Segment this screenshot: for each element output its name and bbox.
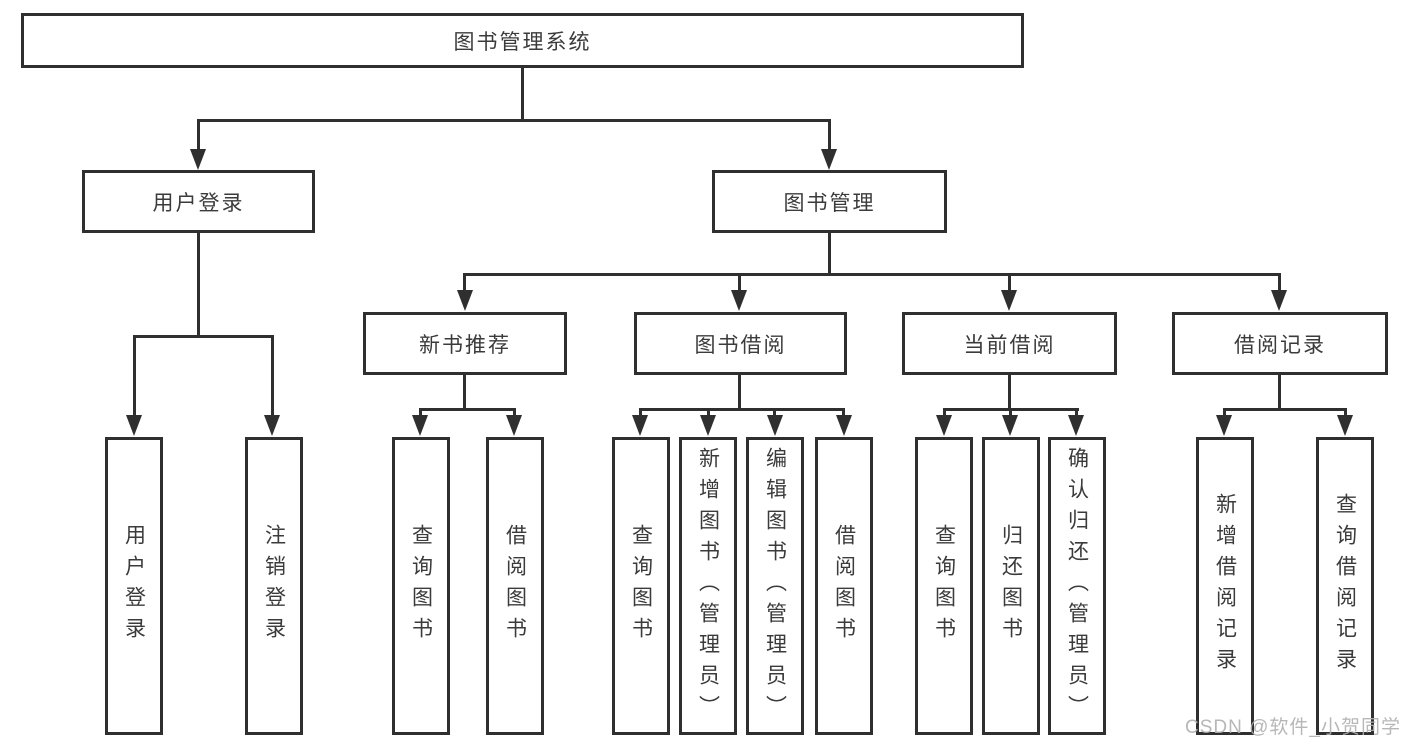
connector-arrow-stem [1223, 408, 1226, 420]
arrowhead-down-icon [632, 415, 648, 436]
arrowhead-down-icon [1337, 415, 1353, 436]
connector-arrow-stem [513, 408, 516, 420]
arrowhead-down-icon [836, 415, 852, 436]
node-book-management: 图书管理 [712, 170, 947, 233]
connector-bus [464, 273, 1281, 276]
leaf-user-login: 用户登录 [105, 437, 163, 735]
connector-arrow-stem [639, 408, 642, 420]
connector-arrow-stem [133, 335, 136, 417]
leaf-edit-book-admin: 编辑图书（管理员） [746, 437, 804, 735]
connector-stem [1278, 375, 1281, 408]
node-label: 借阅记录 [1234, 333, 1326, 357]
node-new-book-recommend: 新书推荐 [363, 312, 567, 375]
leaf-query-book-borrow: 查询图书 [612, 437, 670, 735]
connector-root-stem [521, 68, 524, 119]
arrowhead-down-icon [731, 290, 747, 311]
connector-arrow-stem [1278, 273, 1281, 293]
leaf-query-borrow-record: 查询借阅记录 [1316, 437, 1374, 735]
connector-arrow-stem [419, 408, 422, 420]
connector-arrow-stem [1344, 408, 1347, 420]
arrowhead-down-icon [700, 415, 716, 436]
node-root: 图书管理系统 [21, 13, 1024, 68]
connector-arrow-stem [842, 408, 845, 420]
leaf-borrow-book-recommend: 借阅图书 [486, 437, 544, 735]
arrowhead-down-icon [457, 290, 473, 311]
node-label: 图书借阅 [694, 333, 787, 357]
node-user-login: 用户登录 [82, 170, 315, 233]
connector-arrow-stem [828, 119, 831, 152]
leaf-return-book: 归还图书 [982, 437, 1040, 735]
node-label: 图书管理 [783, 191, 876, 215]
connector-arrow-stem [738, 273, 741, 293]
connector-arrow-stem [1008, 273, 1011, 293]
leaf-label: 查询借阅记录 [1333, 493, 1357, 679]
leaf-label: 新增图书（管理员） [696, 446, 720, 726]
leaf-label: 借阅图书 [503, 524, 527, 648]
connector-arrow-stem [707, 408, 710, 420]
connector-arrow-stem [773, 408, 776, 420]
leaf-add-book-admin: 新增图书（管理员） [679, 437, 737, 735]
node-book-borrow: 图书借阅 [634, 312, 847, 375]
leaf-label: 用户登录 [122, 524, 146, 648]
leaf-confirm-return-admin: 确认归还（管理员） [1048, 437, 1106, 735]
arrowhead-down-icon [126, 415, 142, 436]
leaf-label: 确认归还（管理员） [1065, 446, 1089, 726]
node-label: 当前借阅 [963, 333, 1056, 357]
leaf-label: 查询图书 [932, 524, 956, 648]
leaf-logout: 注销登录 [245, 437, 303, 735]
connector-bus [134, 335, 274, 338]
connector-bus [420, 408, 516, 411]
connector-bus [640, 408, 845, 411]
arrowhead-down-icon [1216, 415, 1232, 436]
leaf-label: 借阅图书 [832, 524, 856, 648]
connector-stem [463, 375, 466, 408]
leaf-label: 编辑图书（管理员） [763, 446, 787, 726]
leaf-label: 查询图书 [629, 524, 653, 648]
connector-arrow-stem [943, 408, 946, 420]
node-borrow-records: 借阅记录 [1172, 312, 1388, 375]
arrowhead-down-icon [1068, 415, 1084, 436]
arrowhead-down-icon [506, 415, 522, 436]
node-current-borrow: 当前借阅 [902, 312, 1117, 375]
leaf-label: 注销登录 [262, 524, 286, 648]
leaf-label: 归还图书 [999, 524, 1023, 648]
leaf-add-borrow-record: 新增借阅记录 [1196, 437, 1254, 735]
connector-stem [738, 375, 741, 408]
connector-stem [197, 233, 200, 335]
arrowhead-down-icon [767, 415, 783, 436]
arrowhead-down-icon [936, 415, 952, 436]
connector-stem [1008, 375, 1011, 408]
connector-bus [197, 119, 831, 122]
arrowhead-down-icon [190, 149, 206, 170]
arrowhead-down-icon [821, 149, 837, 170]
leaf-label: 查询图书 [409, 524, 433, 648]
leaf-borrow-book: 借阅图书 [815, 437, 873, 735]
leaf-query-book-current: 查询图书 [915, 437, 973, 735]
arrowhead-down-icon [264, 415, 280, 436]
arrowhead-down-icon [412, 415, 428, 436]
csdn-watermark: CSDN @软件_小贺同学 [1185, 717, 1401, 738]
connector-arrow-stem [197, 119, 200, 152]
arrowhead-down-icon [1002, 415, 1018, 436]
connector-arrow-stem [463, 273, 466, 293]
node-label: 用户登录 [152, 191, 245, 215]
leaf-label: 新增借阅记录 [1213, 493, 1237, 679]
arrowhead-down-icon [1271, 290, 1287, 311]
node-label: 图书管理系统 [453, 30, 592, 54]
connector-arrow-stem [271, 335, 274, 417]
connector-bus [1224, 408, 1347, 411]
connector-arrow-stem [1009, 408, 1012, 420]
node-label: 新书推荐 [419, 333, 511, 357]
connector-stem [828, 233, 831, 273]
leaf-query-book-recommend: 查询图书 [392, 437, 450, 735]
connector-arrow-stem [1075, 408, 1078, 420]
arrowhead-down-icon [1001, 290, 1017, 311]
